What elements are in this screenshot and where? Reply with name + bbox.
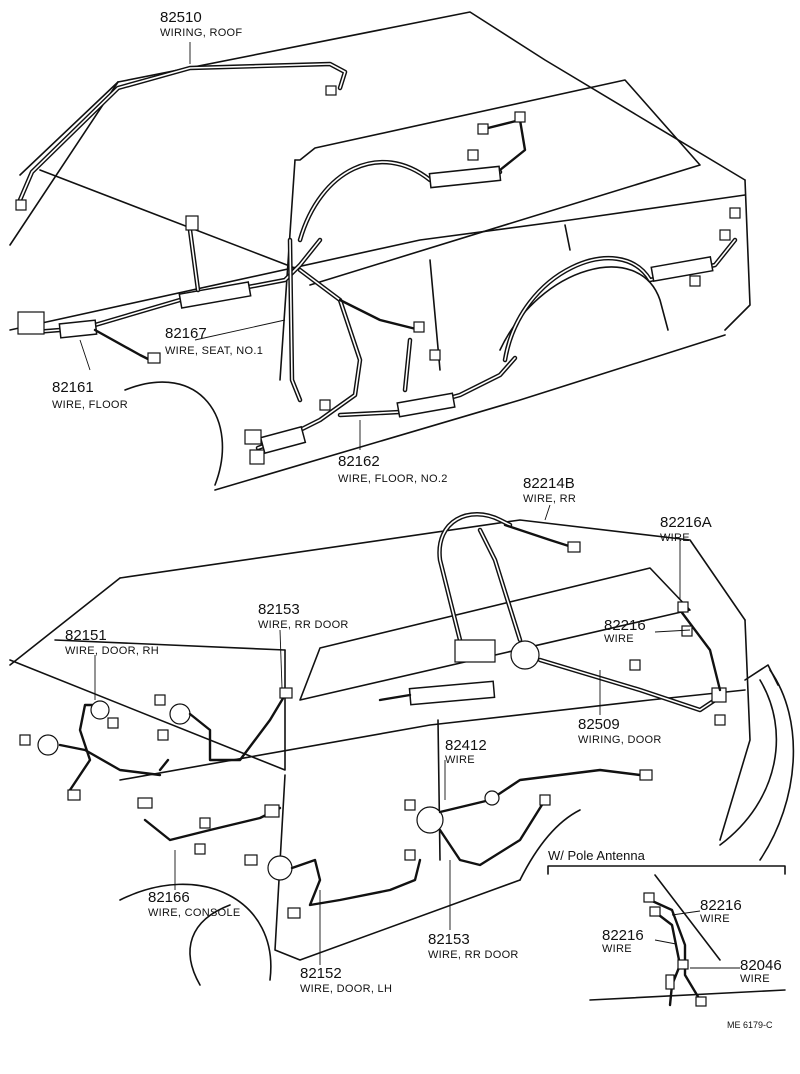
pole-antenna-inset: W/ Pole Antenna 82216 WIRE 82216 WIRE 82… bbox=[547, 848, 786, 1007]
part-name: WIRE bbox=[604, 633, 634, 645]
label-82216a: 82216A WIRE bbox=[660, 514, 712, 544]
part-number: 82214B bbox=[523, 475, 575, 492]
part-name: WIRE, RR DOOR bbox=[428, 949, 519, 961]
part-number: 82509 bbox=[578, 716, 620, 733]
part-number: 82151 bbox=[65, 627, 107, 644]
lower-vehicle-body-outline bbox=[9, 519, 795, 986]
part-name: WIRE bbox=[740, 973, 770, 985]
label-82167: 82167 WIRE, SEAT, NO.1 bbox=[165, 325, 263, 357]
part-name: WIRE, RR DOOR bbox=[258, 619, 349, 631]
part-name: WIRE, CONSOLE bbox=[148, 907, 241, 919]
inset-label-82216-upper: 82216 WIRE bbox=[700, 897, 742, 925]
label-82166: 82166 WIRE, CONSOLE bbox=[148, 889, 241, 919]
inset-label-82216-lower: 82216 WIRE bbox=[602, 927, 644, 955]
rear-wire-harness bbox=[378, 512, 727, 726]
label-82216: 82216 WIRE bbox=[604, 617, 646, 645]
part-number: 82412 bbox=[445, 737, 487, 754]
part-name: WIRING, DOOR bbox=[578, 734, 662, 746]
label-82162: 82162 WIRE, FLOOR, NO.2 bbox=[338, 453, 448, 485]
part-name: WIRE bbox=[660, 532, 690, 544]
label-82412: 82412 WIRE bbox=[445, 737, 487, 766]
part-number: 82166 bbox=[148, 889, 190, 906]
inset-label-82046: 82046 WIRE bbox=[740, 957, 782, 985]
console-and-door-lh-wire-harness bbox=[143, 804, 422, 919]
label-82151: 82151 WIRE, DOOR, RH bbox=[65, 627, 159, 657]
door-rh-wire-harness bbox=[19, 687, 293, 809]
part-number: 82153 bbox=[428, 931, 470, 948]
label-82161: 82161 WIRE, FLOOR bbox=[52, 379, 128, 411]
floor-wire-harness bbox=[17, 215, 323, 364]
part-number: 82161 bbox=[52, 379, 94, 396]
center-wire-harness bbox=[404, 768, 653, 867]
part-number: 82162 bbox=[338, 453, 380, 470]
label-82509: 82509 WIRING, DOOR bbox=[578, 716, 662, 746]
part-name: WIRING, ROOF bbox=[160, 27, 242, 39]
seat-and-floor-no2-wire-harness bbox=[244, 237, 518, 465]
upper-vehicle-body-outline bbox=[9, 11, 751, 491]
part-name: WIRE, FLOOR, NO.2 bbox=[338, 473, 448, 485]
leader-lines-lower bbox=[94, 504, 691, 965]
leader-lines-upper bbox=[79, 42, 361, 450]
part-number: 82152 bbox=[300, 965, 342, 982]
part-name: WIRE, FLOOR bbox=[52, 399, 128, 411]
part-number: 82153 bbox=[258, 601, 300, 618]
inset-title: W/ Pole Antenna bbox=[548, 848, 646, 863]
part-name: WIRE bbox=[700, 913, 730, 925]
part-number: 82046 bbox=[740, 957, 782, 974]
part-number: 82216A bbox=[660, 514, 712, 531]
part-number: 82216 bbox=[602, 927, 644, 944]
rear-quarter-wire-harness bbox=[297, 111, 741, 363]
part-name: WIRE bbox=[602, 943, 632, 955]
part-number: 82510 bbox=[160, 9, 202, 26]
roof-wiring-harness bbox=[15, 61, 348, 211]
drawing-code: ME 6179-C bbox=[727, 1020, 773, 1030]
part-number: 82216 bbox=[604, 617, 646, 634]
part-name: WIRE, DOOR, LH bbox=[300, 983, 392, 995]
part-number: 82216 bbox=[700, 897, 742, 914]
part-name: WIRE, DOOR, RH bbox=[65, 645, 159, 657]
label-82153-lower: 82153 WIRE, RR DOOR bbox=[428, 931, 519, 961]
label-82153-upper: 82153 WIRE, RR DOOR bbox=[258, 601, 349, 631]
part-name: WIRE bbox=[445, 754, 475, 766]
part-number: 82167 bbox=[165, 325, 207, 342]
label-82152: 82152 WIRE, DOOR, LH bbox=[300, 965, 392, 995]
label-82510: 82510 WIRING, ROOF bbox=[160, 9, 242, 39]
part-name: WIRE, SEAT, NO.1 bbox=[165, 345, 263, 357]
part-name: WIRE, RR bbox=[523, 493, 576, 505]
label-82214b: 82214B WIRE, RR bbox=[523, 475, 576, 505]
